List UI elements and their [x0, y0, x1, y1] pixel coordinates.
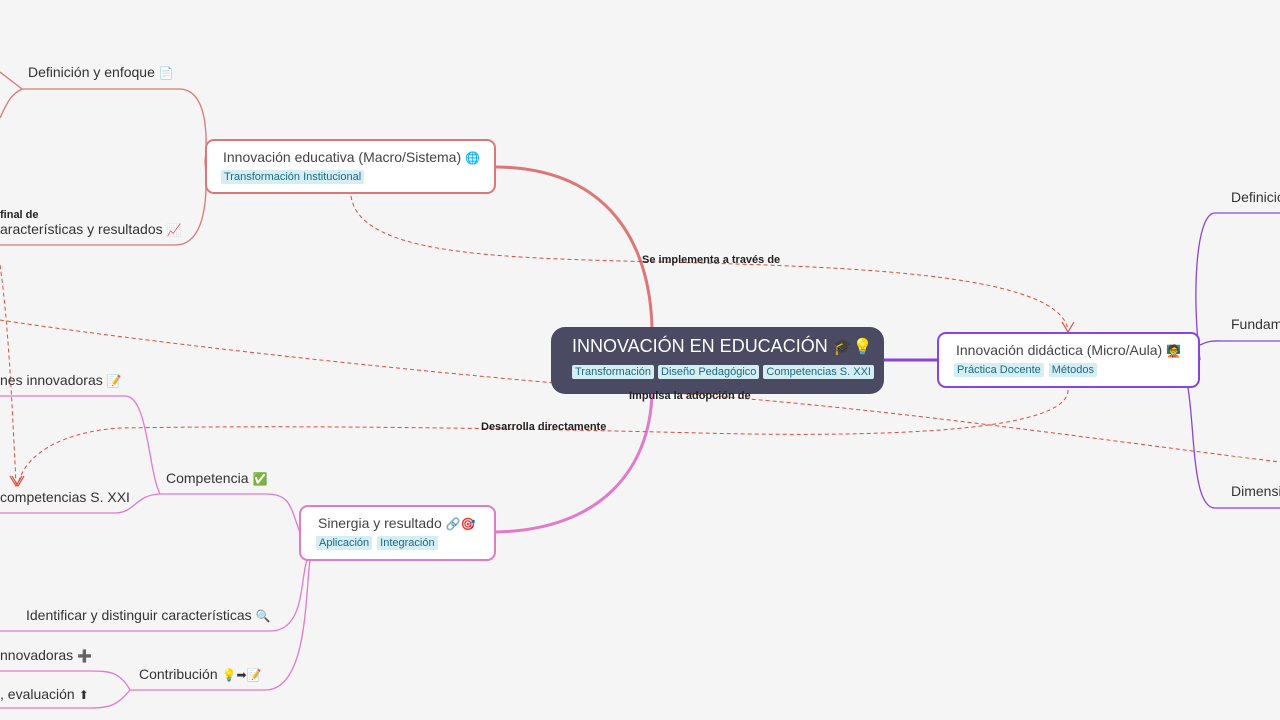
branch-synergy-children	[0, 395, 311, 709]
node-macro[interactable]: Innovación educativa (Macro/Sistema) 🌐 T…	[205, 139, 496, 194]
root-icons: 🎓💡	[832, 339, 873, 356]
node-synergy-tag-aplicacion: Aplicación	[316, 536, 373, 550]
topic-competencia[interactable]: Competencia✅	[166, 470, 267, 486]
plus-icon: ➕	[77, 649, 93, 663]
topic-acciones-innovadoras-label: nes innovadoras	[0, 372, 103, 388]
relation-final-de-label: final de	[0, 209, 39, 221]
root-tag-diseno: Diseño Pedagógico	[658, 365, 760, 379]
topic-caracteristicas-label: aracterísticas y resultados	[0, 221, 163, 237]
relation-implementa-arrow	[1061, 321, 1075, 334]
arrow-up-icon: ⬆	[78, 688, 89, 702]
topic-dimensiones[interactable]: Dimensi	[1231, 483, 1280, 499]
document-icon: 📄	[158, 66, 174, 80]
topic-evaluacion-label: , evaluación	[0, 686, 75, 702]
teacher-icon: 🧑‍🏫	[1166, 344, 1182, 358]
node-synergy-title: Sinergia y resultado	[318, 515, 442, 531]
node-synergy[interactable]: Sinergia y resultado 🔗🎯 Aplicación Integ…	[299, 505, 496, 561]
relation-impulsa	[0, 319, 1280, 463]
relation-implementa	[350, 195, 1069, 331]
relation-final-de	[0, 264, 17, 485]
topic-definicion-micro[interactable]: Definició	[1231, 189, 1280, 205]
topic-definicion-enfoque-label: Definición y enfoque	[28, 64, 155, 80]
topic-evaluacion[interactable]: , evaluación⬆	[0, 686, 89, 702]
relation-implementa-label: Se implementa a través de	[642, 254, 781, 266]
root-tag-transformacion: Transformación	[572, 365, 655, 379]
topic-identificar-label: Identificar y distinguir características	[26, 607, 252, 623]
topic-acciones-innovadoras[interactable]: nes innovadoras📝	[0, 372, 122, 388]
node-micro-tag-practica: Práctica Docente	[954, 363, 1044, 377]
branch-micro-children	[1187, 212, 1280, 509]
branch-root-macro	[495, 165, 654, 329]
topic-contribucion[interactable]: Contribución💡➡📝	[139, 666, 262, 682]
relation-desarrolla-label: Desarrolla directamente	[481, 421, 607, 433]
bulb-arrow-memo-icon: 💡➡📝	[221, 668, 262, 682]
relation-final-de-arrow	[9, 475, 23, 488]
memo-icon: 📝	[106, 374, 122, 388]
node-micro-title: Innovación didáctica (Micro/Aula)	[956, 342, 1163, 358]
root-node[interactable]: INNOVACIÓN EN EDUCACIÓN 🎓💡 Transformació…	[551, 327, 884, 394]
topic-identificar[interactable]: Identificar y distinguir características…	[26, 607, 271, 623]
topic-competencia-label: Competencia	[166, 470, 249, 486]
node-macro-tag: Transformación Institucional	[221, 170, 365, 184]
topic-innovadoras[interactable]: nnovadoras➕	[0, 647, 92, 663]
topic-caracteristicas[interactable]: aracterísticas y resultados📈	[0, 221, 182, 237]
node-micro-tag-metodos: Métodos	[1048, 363, 1097, 377]
topic-definicion-enfoque[interactable]: Definición y enfoque📄	[28, 64, 174, 80]
relation-desarrolla-arrow	[11, 475, 25, 488]
branch-root-synergy	[495, 392, 654, 534]
topic-contribucion-label: Contribución	[139, 666, 218, 682]
link-target-icon: 🔗🎯	[445, 517, 476, 531]
node-micro[interactable]: Innovación didáctica (Micro/Aula) 🧑‍🏫 Pr…	[937, 332, 1200, 388]
relation-impulsa-label: Impulsa la adopción de	[629, 390, 751, 402]
magnifier-icon: 🔍	[255, 609, 271, 623]
chart-up-icon: 📈	[166, 223, 182, 237]
topic-fundamentos[interactable]: Fundam	[1231, 316, 1280, 332]
topic-competencias-sxxi[interactable]: competencias S. XXI	[0, 489, 130, 505]
topic-innovadoras-label: nnovadoras	[0, 647, 74, 663]
root-title: INNOVACIÓN EN EDUCACIÓN	[572, 336, 828, 356]
node-macro-title: Innovación educativa (Macro/Sistema)	[223, 149, 462, 165]
relation-desarrolla	[17, 389, 1069, 485]
globe-icon: 🌐	[465, 151, 480, 165]
root-tag-competencias: Competencias S. XXI	[763, 365, 874, 379]
node-synergy-tag-integracion: Integración	[377, 536, 438, 550]
check-icon: ✅	[252, 472, 268, 486]
